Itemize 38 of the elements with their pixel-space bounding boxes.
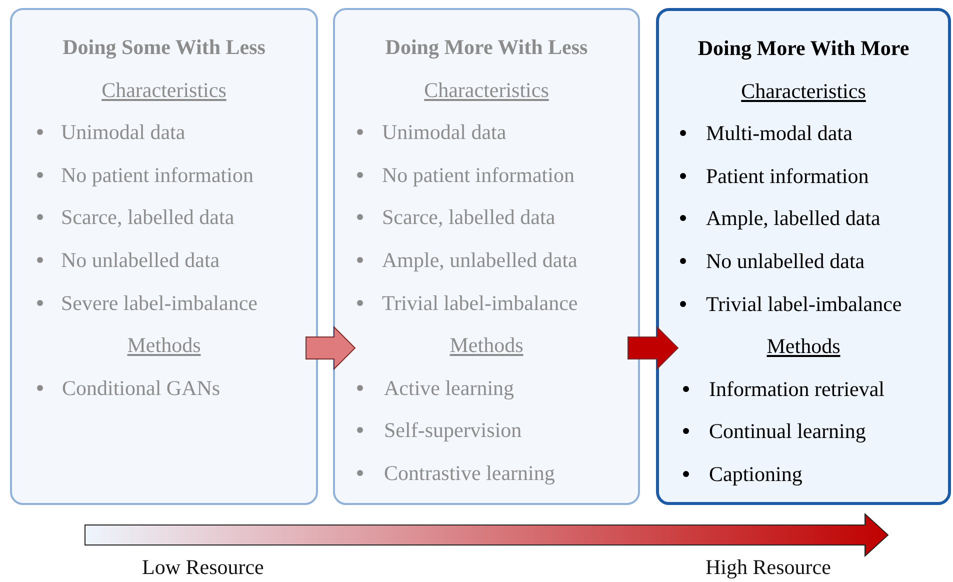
list-item: Unimodal data (382, 119, 506, 146)
list-item: No unlabelled data (61, 247, 220, 274)
section-heading: Characteristics (741, 78, 866, 105)
panel-title: Doing More With Less (385, 34, 588, 61)
list-item: Unimodal data (61, 119, 186, 146)
panel-title: Doing More With More (698, 35, 910, 62)
section-heading: Characteristics (424, 76, 549, 104)
block-arrow (628, 326, 679, 370)
list-item: Conditional GANs (62, 374, 220, 402)
list-item: Severe label-imbalance (61, 290, 258, 317)
panel-box (656, 8, 951, 505)
axis-label: Low Resource (142, 554, 264, 581)
panel-title: Doing Some With Less (62, 34, 266, 61)
list-item: Trivial label-imbalance (706, 290, 902, 318)
list-item: Continual learning (709, 418, 866, 446)
list-item: Captioning (709, 461, 802, 488)
list-item: No patient information (61, 162, 254, 189)
block-arrow (306, 326, 356, 370)
list-item: Self-supervision (384, 417, 522, 444)
panel-box (10, 8, 318, 505)
list-item: Patient information (706, 162, 869, 190)
list-item: Contrastive learning (384, 460, 555, 487)
section-heading: Characteristics (102, 76, 226, 104)
list-item: Scarce, labelled data (61, 204, 234, 232)
section-heading: Methods (450, 332, 524, 360)
list-item: Ample, labelled data (706, 205, 880, 232)
axis-label: High Resource (706, 554, 831, 581)
panel-box (333, 8, 640, 505)
list-item: Scarce, labelled data (382, 204, 556, 232)
list-item: Active learning (384, 374, 514, 402)
list-item: No unlabelled data (706, 248, 865, 275)
list-item: Ample, unlabelled data (382, 247, 578, 274)
list-item: Trivial label-imbalance (382, 290, 578, 317)
section-heading: Methods (127, 332, 201, 360)
list-item: Multi-modal data (706, 120, 852, 148)
list-item: Information retrieval (709, 376, 885, 403)
section-heading: Methods (766, 333, 840, 360)
list-item: No patient information (382, 162, 574, 189)
